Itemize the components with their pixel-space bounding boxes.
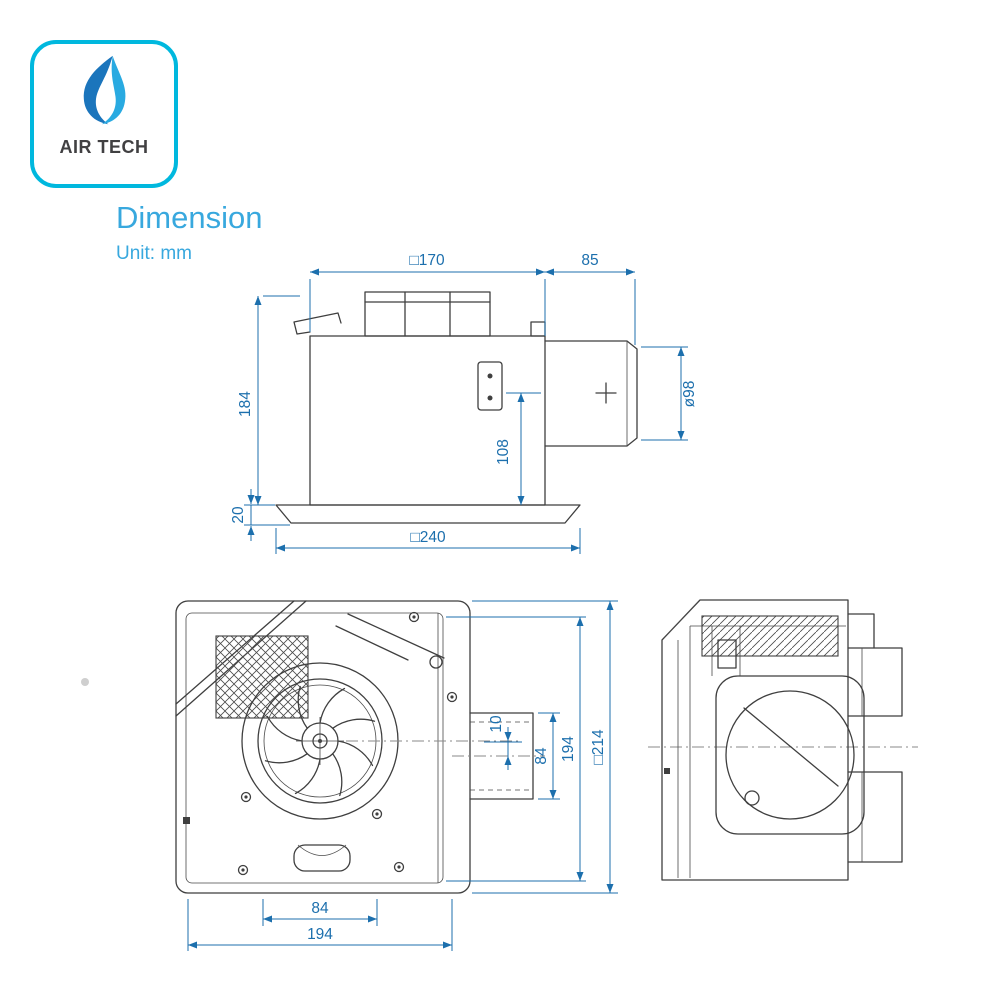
brand-name: AIR TECH bbox=[59, 137, 149, 157]
airtech-logo: AIR TECH bbox=[30, 40, 178, 188]
dim-plan-duct-width: 84 bbox=[533, 747, 550, 765]
plan-view-drawing bbox=[175, 600, 545, 894]
grille-hatch bbox=[215, 635, 309, 719]
dim-plan-body-size: □214 bbox=[590, 729, 607, 765]
unit-label: Unit: mm bbox=[116, 243, 192, 264]
duct-stub bbox=[346, 712, 545, 800]
dim-side-top-width: □170 bbox=[409, 252, 445, 269]
dim-plan-duct-center-from-edge: 194 bbox=[560, 736, 577, 762]
page-title: Dimension bbox=[116, 200, 263, 235]
plan-view-dimensions: 10 84 194 □214 84 194 bbox=[187, 600, 618, 951]
insulation-hatch bbox=[701, 615, 839, 657]
dim-plan-bottom-inner: 84 bbox=[311, 900, 329, 917]
dim-side-body-height: 184 bbox=[237, 391, 254, 417]
side-view-drawing bbox=[275, 291, 638, 524]
impeller bbox=[257, 678, 383, 804]
screws bbox=[237, 611, 458, 876]
dim-side-duct-diameter: ø98 bbox=[681, 381, 698, 408]
side-view-dimensions: □170 85 184 108 ø98 20 □ bbox=[230, 252, 698, 554]
rear-view-drawing bbox=[648, 599, 918, 881]
artifact-dot bbox=[81, 678, 89, 686]
dim-side-duct-length: 85 bbox=[581, 252, 598, 269]
dim-side-panel-thickness: 20 bbox=[230, 506, 247, 524]
flame-icon bbox=[83, 55, 126, 125]
dim-side-panel-width: □240 bbox=[410, 529, 446, 546]
dim-plan-duct-offset: 10 bbox=[488, 715, 505, 733]
dim-plan-bottom-outer: 194 bbox=[307, 926, 333, 943]
dim-side-duct-center-height: 108 bbox=[495, 439, 512, 465]
